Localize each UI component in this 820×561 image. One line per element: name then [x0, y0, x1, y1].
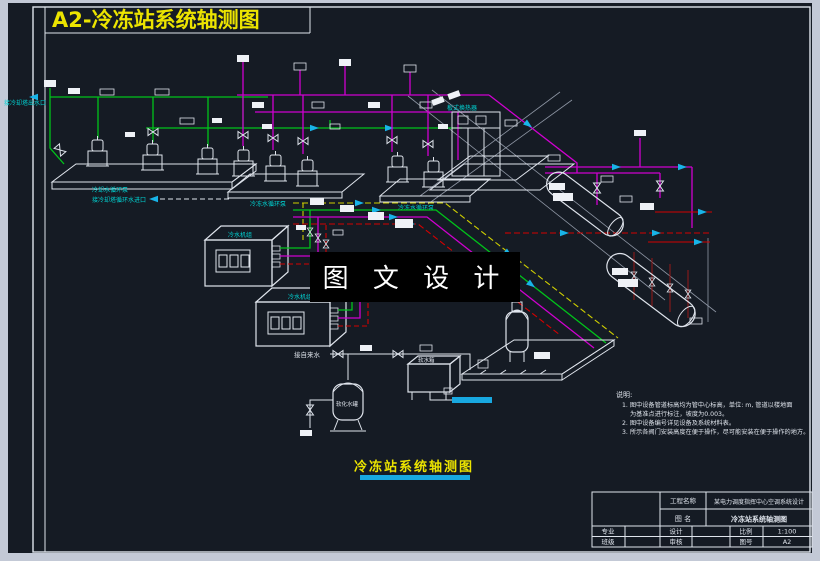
- chilled-water-mains-right: [505, 195, 712, 318]
- tb-project-label: 工程名称: [670, 496, 697, 505]
- notes-line: 为基准点进行标注，坡度为0.003。: [630, 410, 728, 418]
- tb-design-label: 设计: [670, 527, 684, 536]
- label-tap-water: 接自来水: [294, 350, 321, 359]
- chiller-unit-1: [203, 224, 290, 288]
- caption-text: 冷冻站系统轴测图: [354, 459, 474, 475]
- water-distributor: [546, 171, 624, 237]
- tb-drawing-value: 冷冻站系统轴测图: [731, 515, 787, 524]
- plate-heat-exchanger: [428, 90, 576, 191]
- label-cooling-tower-outlet: 接冷却塔出水口: [4, 99, 46, 107]
- chiller-risers: [280, 203, 369, 327]
- notes-heading: 说明:: [616, 390, 632, 399]
- tb-sheetno-value: A2: [783, 538, 792, 546]
- tb-drawing-label: 图 名: [675, 514, 691, 523]
- cooling-water-circuit: [29, 80, 462, 190]
- label-softened-box: 软水箱: [418, 356, 435, 364]
- label-chiller-1: 冷水机组: [228, 231, 252, 239]
- notes-line: 1. 图中设备管道标高均为管中心标高，单位: m, 管道以楼地面: [622, 401, 792, 409]
- tb-review-label: 审核: [670, 537, 684, 546]
- caption-underline: [360, 475, 470, 480]
- watermark-text: 图 文 设 计: [323, 264, 508, 294]
- tb-project-value: 某电力调度指挥中心空调系统设计: [714, 498, 804, 506]
- label-cooling-pumps: 冷却水循环泵: [92, 186, 128, 194]
- label-plate-hx: 板式换热器: [447, 104, 477, 112]
- tb-scale-label: 比例: [740, 527, 753, 536]
- tb-scale-value: 1:100: [778, 528, 797, 536]
- label-cooling-tower-inlet: 接冷却塔循环水进口: [92, 196, 146, 204]
- tb-class-label: 班级: [602, 537, 616, 546]
- cooling-inlet-leader: [149, 195, 232, 203]
- watermark: 图 文 设 计: [310, 252, 520, 302]
- sheet-title: A2-冷冻站系统轴测图: [52, 8, 260, 32]
- label-chilled-pumps-1: 冷冻水循环泵: [250, 200, 286, 208]
- label-chiller-2: 冷水机组: [288, 293, 312, 301]
- tb-sheetno-label: 图号: [740, 538, 754, 546]
- title-block: 工程名称 某电力调度指挥中心空调系统设计 图 名 冷冻站系统轴测图 专业 设计 …: [591, 491, 813, 548]
- water-collector: [606, 252, 703, 328]
- notes-line: 3. 所示各阀门安装高度在便于操作，尽可能安装在便于操作的地方。: [622, 428, 809, 436]
- drawing-caption: 冷冻站系统轴测图: [354, 459, 474, 480]
- notes-line: 2. 图中设备编号详见设备及系统材料表。: [622, 419, 735, 427]
- chilled-water-pumps: [226, 55, 492, 203]
- tb-major-label: 专业: [602, 527, 616, 536]
- label-softened-tank: 软化水罐: [336, 400, 359, 408]
- makeup-water-assembly: [300, 344, 492, 436]
- label-chilled-pumps-2: 冷冻水循环泵: [398, 204, 434, 212]
- notes-block: 说明: 1. 图中设备管道标高均为管中心标高，单位: m, 管道以楼地面 为基准…: [616, 390, 809, 436]
- condenser-water-mains: [488, 94, 693, 228]
